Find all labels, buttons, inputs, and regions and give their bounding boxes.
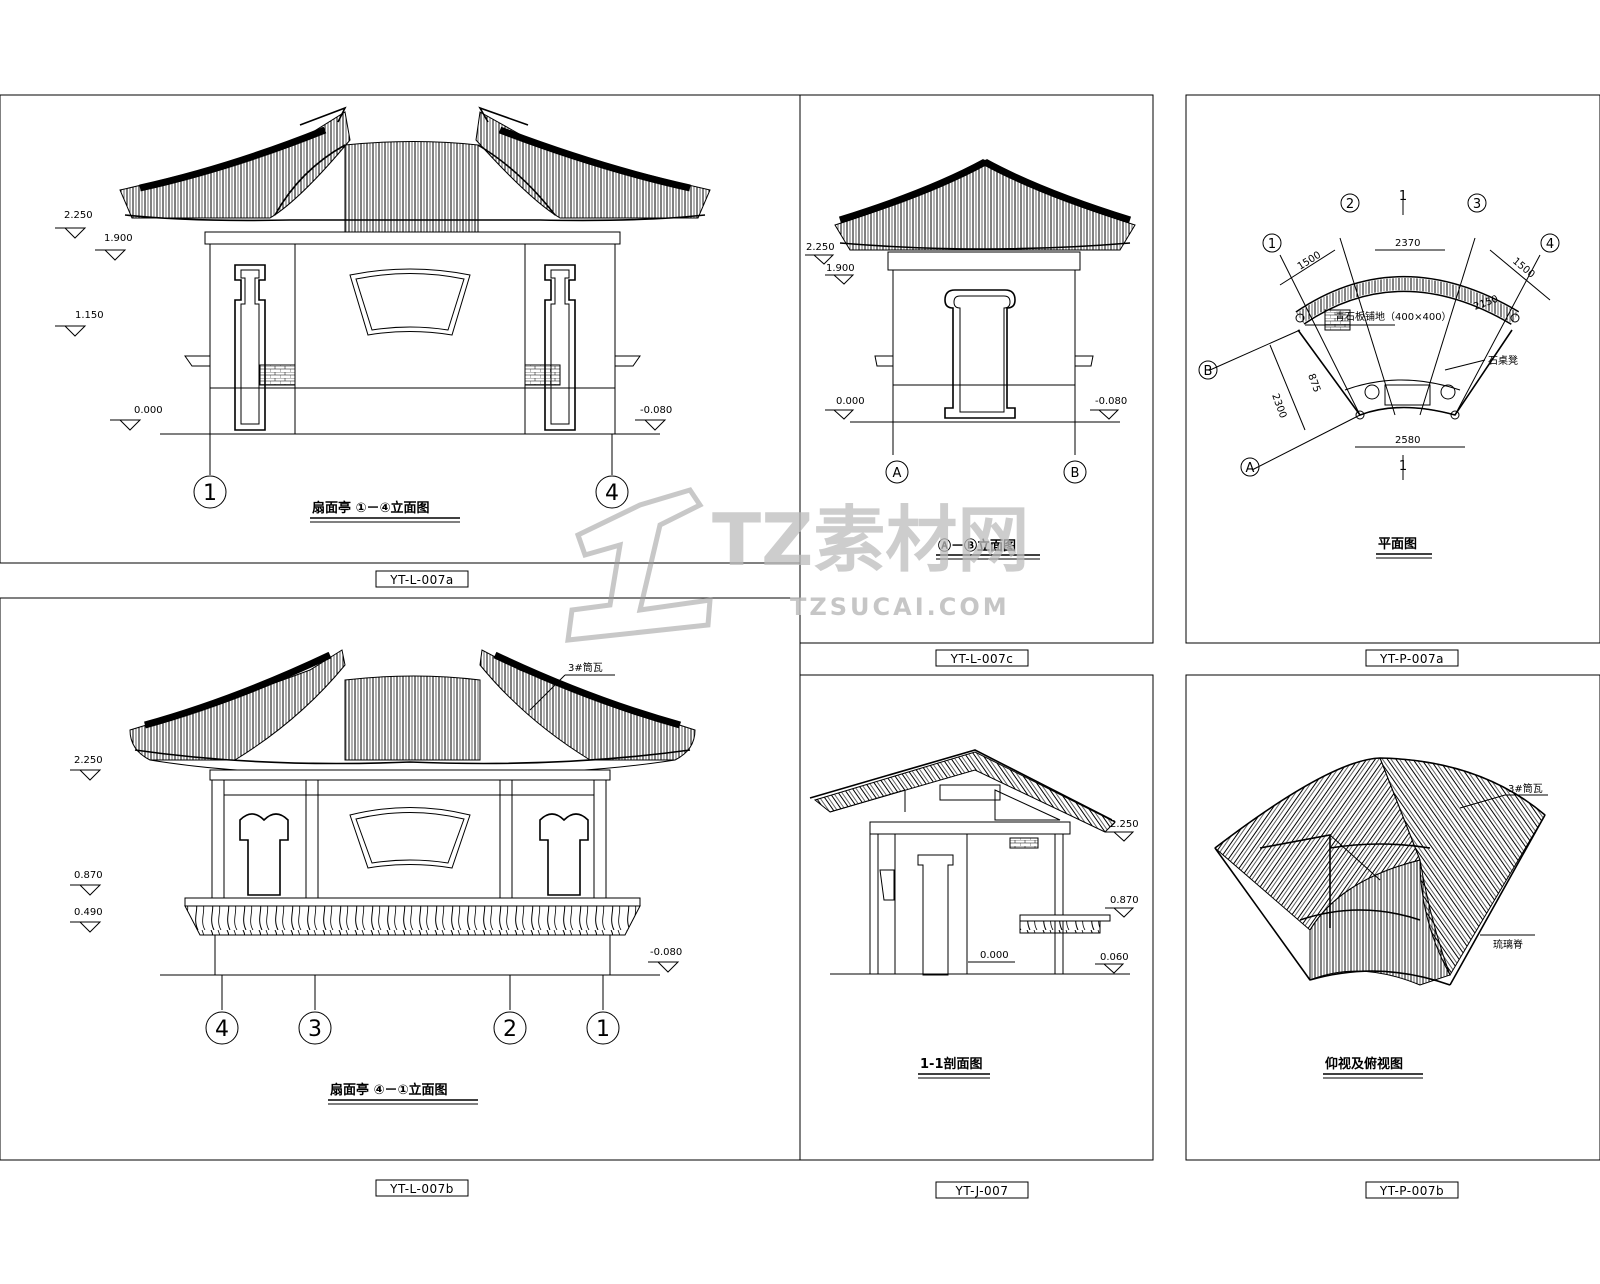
sheet-code: YT-P-007a (1379, 652, 1444, 666)
sheet-code: YT-L-007a (389, 573, 453, 587)
level-label: 2.250 (64, 210, 93, 221)
elevation-a-b-level-marks (805, 254, 1120, 420)
roof-plan-drawing (1214, 757, 1548, 986)
level-label: 1.150 (75, 310, 104, 321)
watermark-logo (565, 487, 713, 643)
section-1-1-drawing (809, 749, 1130, 976)
tile-note: 3#筒瓦 (1508, 782, 1543, 795)
level-label: 0.000 (836, 396, 865, 407)
axis-bubble-4: 4 (595, 475, 629, 509)
drawing-title: 1-1剖面图 (920, 1056, 983, 1072)
level-label: 0.000 (980, 950, 1009, 961)
plan-dimension: 2370 (1395, 238, 1420, 249)
elevation-4-1-level-marks (70, 769, 680, 973)
level-label: 2.250 (74, 755, 103, 766)
level-label: 2.250 (1110, 819, 1139, 830)
level-label: 2.250 (806, 242, 835, 253)
drawing-title: 扇面亭 ①－④立面图 (312, 500, 430, 516)
axis-label: 3 (308, 1017, 322, 1042)
level-label: 0.060 (1100, 952, 1129, 963)
sheet-code: YT-L-007b (389, 1182, 454, 1196)
level-label: -0.080 (640, 405, 672, 416)
level-label: 0.870 (74, 870, 103, 881)
plan-dimension: 1500 (1510, 256, 1537, 281)
axis-bubble-1: 1 (193, 475, 227, 509)
axis-label: 1 (203, 481, 217, 506)
plan-dimension: 875 (1305, 372, 1322, 394)
sheet-code: YT-J-007 (955, 1184, 1009, 1198)
level-label: -0.080 (650, 947, 682, 958)
level-label: 1.900 (826, 263, 855, 274)
sheet-code: YT-L-007c (950, 652, 1014, 666)
axis-bubble-1: 1 (586, 1011, 620, 1045)
axis-label: B (1204, 364, 1213, 379)
level-label: 0.870 (1110, 895, 1139, 906)
drawing-title: 平面图 (1378, 537, 1417, 552)
elevation-1-4-drawing (119, 106, 711, 475)
axis-label: 1 (596, 1017, 610, 1042)
drawing-title: Ⓐ－Ⓑ立面图 (938, 538, 1016, 554)
axis-label: 4 (215, 1017, 229, 1042)
axis-bubble-b: B (1063, 460, 1087, 484)
level-label: 0.000 (134, 405, 163, 416)
level-label: 0.490 (74, 907, 103, 918)
sheet-code: YT-P-007b (1379, 1184, 1444, 1198)
watermark-brand: TZ素材网 (712, 498, 1029, 582)
plan-drawing (1209, 190, 1551, 480)
plan-dimension: 2300 (1269, 392, 1288, 420)
drawing-title: 扇面亭 ④－①立面图 (330, 1082, 448, 1098)
tile-note: 3#筒瓦 (568, 661, 603, 674)
paving-note: 青石板铺地（400×400） (1335, 310, 1452, 323)
plan-dimension: 2580 (1395, 435, 1420, 446)
bench-note: 石桌凳 (1488, 354, 1518, 367)
axis-label: 2 (503, 1017, 517, 1042)
axis-label: B (1071, 466, 1080, 481)
plan-dimension: 1500 (1296, 250, 1323, 273)
elevation-1-4-level-marks (55, 227, 667, 431)
elevation-a-b-drawing (834, 158, 1136, 455)
axis-bubble-4: 4 (205, 1011, 239, 1045)
section-level-marks (1095, 831, 1135, 974)
plan-axis-bubbles (1198, 193, 1560, 477)
axis-bubble-3: 3 (298, 1011, 332, 1045)
ridge-note: 琉璃脊 (1493, 938, 1523, 951)
elevation-4-1-drawing (129, 649, 696, 1010)
axis-bubble-a: A (885, 460, 909, 484)
axis-label: 2 (1346, 197, 1354, 212)
level-label: 1.900 (104, 233, 133, 244)
axis-label: 4 (1546, 237, 1554, 252)
level-label: -0.080 (1095, 396, 1127, 407)
axis-label: A (893, 466, 902, 481)
watermark-url: TZSUCAI.COM (790, 593, 1010, 621)
axis-label: 4 (605, 481, 619, 506)
sheet-frames (0, 94, 1600, 1161)
drawing-title: 仰视及俯视图 (1325, 1056, 1403, 1072)
axis-label: 3 (1473, 197, 1481, 212)
axis-bubble-2: 2 (493, 1011, 527, 1045)
section-mark: 1 (1399, 459, 1407, 474)
section-mark: 1 (1399, 189, 1407, 204)
axis-label: A (1246, 461, 1255, 476)
axis-label: 1 (1268, 237, 1276, 252)
